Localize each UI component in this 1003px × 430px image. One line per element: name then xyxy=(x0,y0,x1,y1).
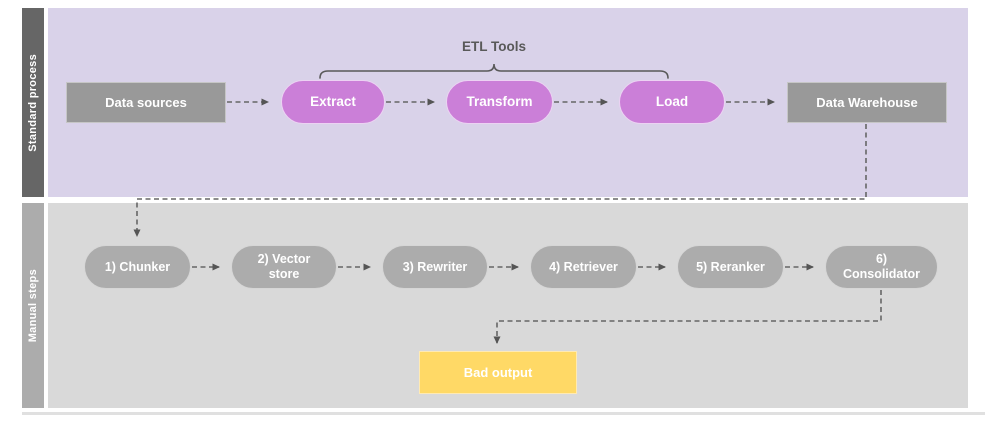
lane-label-manual-text: Manual steps xyxy=(27,268,39,343)
node-transform: Transform xyxy=(446,80,553,124)
node-data-warehouse-label: Data Warehouse xyxy=(816,94,918,110)
node-rewriter: 3) Rewriter xyxy=(382,245,488,289)
node-transform-label: Transform xyxy=(466,93,533,109)
node-consolidator-label: 6) Consolidator xyxy=(842,252,921,281)
node-consolidator: 6) Consolidator xyxy=(825,245,938,289)
node-chunker: 1) Chunker xyxy=(84,245,191,289)
node-bad-output-label: Bad output xyxy=(463,364,533,380)
node-load-label: Load xyxy=(655,93,689,109)
node-reranker-label: 5) Reranker xyxy=(696,259,765,274)
node-retriever: 4) Retriever xyxy=(530,245,637,289)
node-chunker-label: 1) Chunker xyxy=(104,259,171,274)
node-vector-store: 2) Vector store xyxy=(231,245,337,289)
lane-label-manual-steps: Manual steps xyxy=(22,203,44,408)
node-data-warehouse: Data Warehouse xyxy=(787,82,947,123)
lane-label-standard-text: Standard process xyxy=(27,53,39,152)
node-extract-label: Extract xyxy=(310,93,356,109)
node-data-sources: Data sources xyxy=(66,82,226,123)
node-reranker: 5) Reranker xyxy=(677,245,784,289)
lane-label-standard-process: Standard process xyxy=(22,8,44,197)
node-vector-store-label: 2) Vector store xyxy=(257,252,311,281)
node-rewriter-label: 3) Rewriter xyxy=(402,259,468,274)
etl-tools-group-label: ETL Tools xyxy=(462,39,526,54)
node-retriever-label: 4) Retriever xyxy=(549,259,618,274)
node-load: Load xyxy=(619,80,725,124)
node-extract: Extract xyxy=(281,80,385,124)
node-data-sources-label: Data sources xyxy=(105,94,187,110)
page-bottom-edge xyxy=(22,412,985,415)
node-bad-output: Bad output xyxy=(419,351,577,394)
